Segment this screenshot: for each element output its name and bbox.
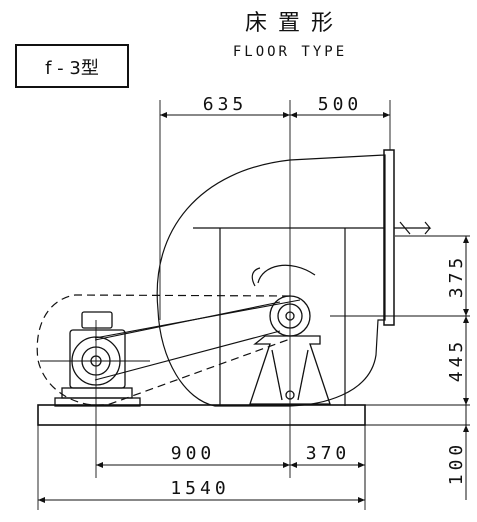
- model-label-box: [15, 44, 129, 88]
- title-main: 床 置 形: [245, 11, 335, 36]
- dim-right-lower: 100: [446, 441, 467, 486]
- flow-arrow-icon: [394, 221, 432, 235]
- center-lines: [37, 100, 470, 510]
- dim-bottom-inner-left: 900: [171, 443, 216, 464]
- base-frame: [37, 404, 366, 426]
- dim-right-upper: 375: [446, 254, 467, 299]
- v-belts: [94, 299, 301, 381]
- dim-top-right: 500: [318, 94, 363, 115]
- dim-top-left: 635: [203, 94, 248, 115]
- dimension-bottom: [38, 462, 365, 503]
- title-sub: FLOOR TYPE: [233, 44, 347, 60]
- motor: [54, 311, 141, 407]
- dim-right-middle: 445: [446, 338, 467, 383]
- fan-housing: [156, 149, 395, 407]
- dim-bottom-inner-right: 370: [306, 443, 351, 464]
- dim-bottom-total: 1540: [170, 478, 229, 499]
- model-label: f - 3型: [45, 58, 99, 79]
